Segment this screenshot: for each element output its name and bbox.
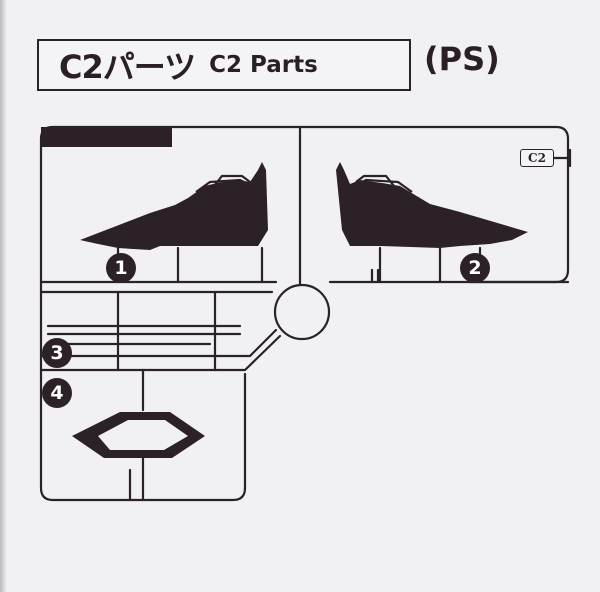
part-number-2-badge: 2 xyxy=(460,253,490,283)
sprue-tag-connector xyxy=(551,148,572,168)
sprue-outer-frame xyxy=(39,125,570,502)
title-japanese: C2パーツ xyxy=(59,48,196,86)
sprue-tag: C2 xyxy=(520,149,554,167)
sprue-center-ring xyxy=(273,283,331,341)
material-label: (PS) xyxy=(424,40,500,78)
part-number-1-badge: 1 xyxy=(106,253,136,283)
part-3-bars xyxy=(46,324,242,346)
part-1-wing xyxy=(80,162,268,250)
page-binding-edge xyxy=(0,0,7,592)
part-4-frame xyxy=(72,412,205,458)
sprue-diagonal-runner-2 xyxy=(39,328,278,358)
sprue-diagonal-runner xyxy=(39,334,282,372)
part-2-wing xyxy=(336,162,528,248)
part-number-3-badge: 3 xyxy=(42,338,72,368)
part-2-canopy xyxy=(353,174,413,193)
title-english: C2 Parts xyxy=(209,52,318,78)
part-number-4-badge: 4 xyxy=(42,378,72,408)
part-1-canopy xyxy=(195,174,253,193)
sprue-corner-tab xyxy=(41,127,172,147)
sprue-notch xyxy=(370,268,380,284)
sprue-title-box: C2パーツ C2 Parts xyxy=(37,39,411,91)
